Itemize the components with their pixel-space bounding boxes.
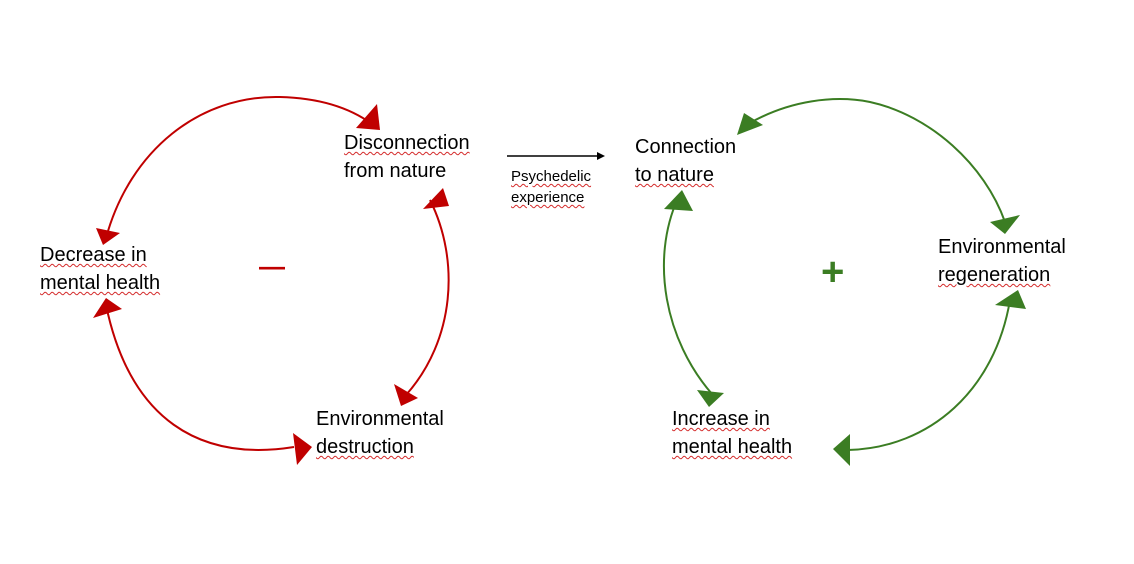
node-increase-line1: Increase in <box>672 408 770 430</box>
node-decrease-line2: mental health <box>40 272 161 294</box>
positive-loop <box>662 98 1011 451</box>
arrowhead-at-increase-right <box>833 434 850 466</box>
arrowhead-at-decrease-bottom <box>93 298 122 318</box>
node-regeneration-line2: regeneration <box>938 264 1051 286</box>
transition-label-line2: experience <box>511 189 585 206</box>
arc-connection-to-regeneration <box>747 98 1006 223</box>
positive-arrowheads <box>664 113 1026 466</box>
node-decrease-in-mental-health: Decrease in mental health <box>40 241 160 297</box>
node-decrease-line1: Decrease in <box>40 244 147 266</box>
node-environmental-regeneration: Environmental regeneration <box>938 233 1066 289</box>
node-increase-line2: mental health <box>672 436 793 458</box>
node-disconnection-line1: Disconnection <box>344 132 470 154</box>
node-regeneration-line1: Environmental <box>938 236 1066 258</box>
arc-destruction-to-decrease <box>105 304 295 451</box>
arrowhead-at-increase-top <box>697 390 724 407</box>
transition-arrow <box>507 152 605 160</box>
arrowhead-at-regeneration-top <box>990 215 1020 234</box>
arrowhead-at-disconnection-bottom <box>423 188 449 209</box>
arrowhead-at-decrease-top <box>96 228 120 245</box>
node-connection-line1: Connection <box>635 136 737 158</box>
transition-label-line1: Psychedelic <box>511 168 592 185</box>
arrowhead-at-destruction-left <box>293 433 312 465</box>
node-destruction-line2: destruction <box>316 436 414 458</box>
node-increase-in-mental-health: Increase in mental health <box>672 405 792 461</box>
arc-decrease-to-disconnection <box>105 95 373 239</box>
positive-loop-sign: + <box>821 250 845 294</box>
transition-label: Psychedelic experience <box>511 166 591 208</box>
arrowhead-at-connection-bottom <box>664 190 693 211</box>
node-connection-to-nature: Connection to nature <box>635 133 736 189</box>
arrowhead-at-connection-top <box>737 113 763 135</box>
node-destruction-line1: Environmental <box>316 408 444 430</box>
arc-increase-to-connection <box>662 197 713 395</box>
node-connection-line2: to nature <box>635 164 714 186</box>
negative-loop <box>105 95 450 451</box>
arc-disconnection-to-destruction <box>405 199 450 396</box>
arrowhead-at-destruction-top <box>394 384 418 406</box>
arc-regeneration-to-increase <box>847 299 1011 451</box>
negative-arrowheads <box>93 104 449 465</box>
node-disconnection-line2: from nature <box>344 160 447 182</box>
arrowhead-at-disconnection <box>356 104 380 130</box>
node-disconnection-from-nature: Disconnection from nature <box>344 129 470 185</box>
node-environmental-destruction: Environmental destruction <box>316 405 444 461</box>
negative-loop-sign: — <box>259 251 285 281</box>
arrowhead-at-regeneration-bottom <box>995 290 1026 309</box>
